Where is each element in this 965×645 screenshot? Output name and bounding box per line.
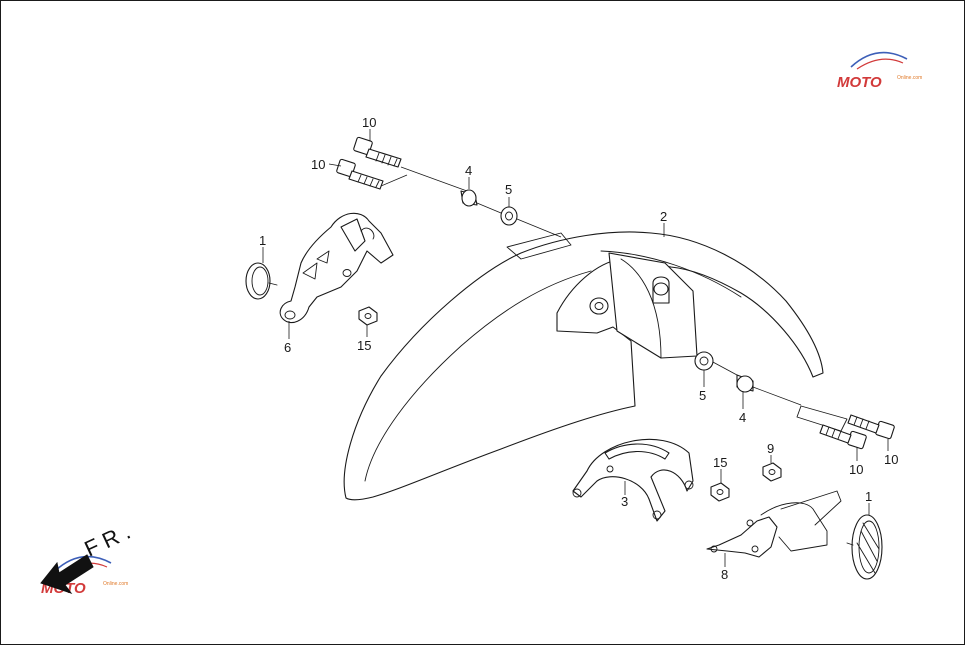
callout-10-lower-right: 10 <box>849 462 863 477</box>
grommet-5-left <box>500 206 518 226</box>
nut-9 <box>762 462 782 482</box>
callout-1-right: 1 <box>865 489 872 504</box>
leader-lines <box>262 129 889 567</box>
bolt-10-lower-right <box>819 424 867 450</box>
callout-5-right: 5 <box>699 388 706 403</box>
callout-1-left: 1 <box>259 233 266 248</box>
callout-15-left: 15 <box>357 338 371 353</box>
nut-15-left <box>358 306 378 326</box>
reflector-bracket-8 <box>706 490 842 558</box>
callout-10-upper-left: 10 <box>362 115 376 130</box>
reflector-1-right <box>846 514 883 580</box>
watermark-subtext: Online.com <box>103 581 128 587</box>
callout-9: 9 <box>767 441 774 456</box>
callout-labels: 1 6 15 10 10 4 5 2 5 4 10 10 9 15 3 8 1 <box>259 115 898 582</box>
bolt-10-lower-left <box>336 158 384 190</box>
bolt-10-upper-left <box>353 136 402 168</box>
callout-4-right: 4 <box>739 410 746 425</box>
watermark-top-right: MOTO Online.com <box>837 51 922 91</box>
bracket-6 <box>279 212 394 324</box>
axis-lines <box>380 166 802 406</box>
bolt-10-upper-right <box>847 414 895 440</box>
callout-5-left: 5 <box>505 182 512 197</box>
callout-4-left: 4 <box>465 163 472 178</box>
callout-15-right: 15 <box>713 455 727 470</box>
callout-6: 6 <box>284 340 291 355</box>
callout-3: 3 <box>621 494 628 509</box>
callout-8: 8 <box>721 567 728 582</box>
watermark-brand: MOTO <box>837 74 882 91</box>
front-fender <box>343 231 848 501</box>
callout-10-upper-right: 10 <box>884 452 898 467</box>
front-direction-label: FR. <box>81 516 140 561</box>
watermark-subtext: Online.com <box>897 75 922 81</box>
nut-15-right <box>710 482 730 502</box>
callout-2: 2 <box>660 209 667 224</box>
fender-brace-3 <box>572 438 694 522</box>
callout-10-lower-left: 10 <box>311 157 325 172</box>
collar-4-left <box>460 189 478 207</box>
reflector-1-left <box>245 262 278 300</box>
collar-4-right <box>736 374 754 393</box>
grommet-5-right <box>694 351 714 371</box>
